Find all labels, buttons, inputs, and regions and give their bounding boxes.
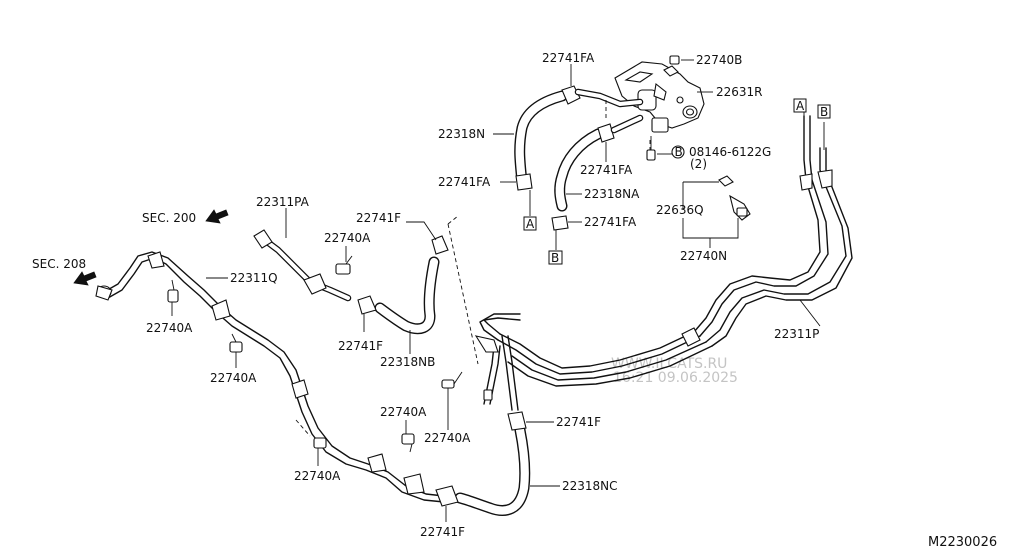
clamp-22741f-a [431,235,449,255]
label-22740a-b: 22740A [146,321,193,335]
bolt-22740a-f [401,433,415,453]
bolt-08146 [646,136,656,161]
ref-box-b-top [817,104,831,119]
clamp-22741f-b [357,295,377,315]
bolt-22740a-d [229,333,243,353]
sec-200-label: SEC. 200 [142,211,196,225]
sec-208-arrow [73,271,97,286]
label-22741f-b: 22741F [338,339,383,353]
pressure-regulator [614,61,705,133]
clip-mount [474,327,701,401]
label-22741fa-top: 22741FA [542,51,595,65]
label-22311pa: 22311PA [256,195,310,209]
label-22311q: 22311Q [230,271,278,285]
label-22631r: 22631R [716,85,763,99]
label-22741fa-mid: 22741FA [580,163,633,177]
hose-22318na [554,128,604,212]
diagram-code: M2230026 [928,535,997,550]
tube-22311pa [258,234,352,302]
label-22318nc: 22318NC [562,479,618,493]
label-22740a-f: 22740A [380,405,427,419]
label-22741f-d: 22741F [420,525,465,539]
bolt-22740a-a [335,255,353,275]
label-22318na: 22318NA [584,187,640,201]
label-22740a-a: 22740A [324,231,371,245]
bolt-type-letter: B [675,145,683,159]
ref-box-b-mid [548,250,563,265]
label-08146-qty: (2) [690,157,707,171]
label-22740a-e: 22740A [294,469,341,483]
tube-fitting-b [817,169,833,189]
ref-box-b-mid-label: B [551,251,559,265]
tube-fitting-a [799,173,813,191]
tube-22311pa-end [253,229,327,295]
hose-22318n [514,90,568,188]
label-22636q: 22636Q [656,203,704,217]
nut-22740b [669,55,680,65]
clamp-22741fa-mid [597,123,615,143]
label-22740a-d: 22740A [210,371,257,385]
label-08146-6122g: 08146-6122G [689,145,771,159]
dashed-boundary [447,223,479,365]
ref-box-a-top [793,98,807,113]
label-22741f-c: 22741F [556,415,601,429]
bolt-22740a-b [167,279,179,303]
bolt-22740a-c [441,371,463,389]
sec-200-arrow [205,209,229,224]
connector-22311q-end [95,285,113,301]
ref-box-a-mid-label: A [526,217,535,231]
label-22740n: 22740N [680,249,727,263]
hose-22318nb [374,256,440,335]
tube-clips-22311q [147,251,459,507]
label-22741fa-low: 22741FA [584,215,637,229]
ref-box-a-top-label: A [796,99,805,113]
label-22318nb: 22318NB [380,355,435,369]
label-22741fa-left: 22741FA [438,175,491,189]
sensor-22636q [718,175,751,221]
clamp-22741fa-left [515,173,533,191]
ref-box-b-top-label: B [820,105,828,119]
clamp-22741fa-low [551,215,569,231]
label-22318n: 22318N [438,127,485,141]
bolt-type-b-marker [671,145,685,159]
sec-208-label: SEC. 208 [32,257,86,271]
label-22311p: 22311P [774,327,819,341]
label-22740b: 22740B [696,53,742,67]
clamp-22741f-c [507,411,527,431]
bolt-22740a-e [295,419,327,449]
hose-22318nc [454,424,531,516]
label-22741f-a: 22741F [356,211,401,225]
ref-box-a-mid [523,216,537,231]
tube-22311q [103,251,445,503]
label-22740a-c: 22740A [424,431,471,445]
